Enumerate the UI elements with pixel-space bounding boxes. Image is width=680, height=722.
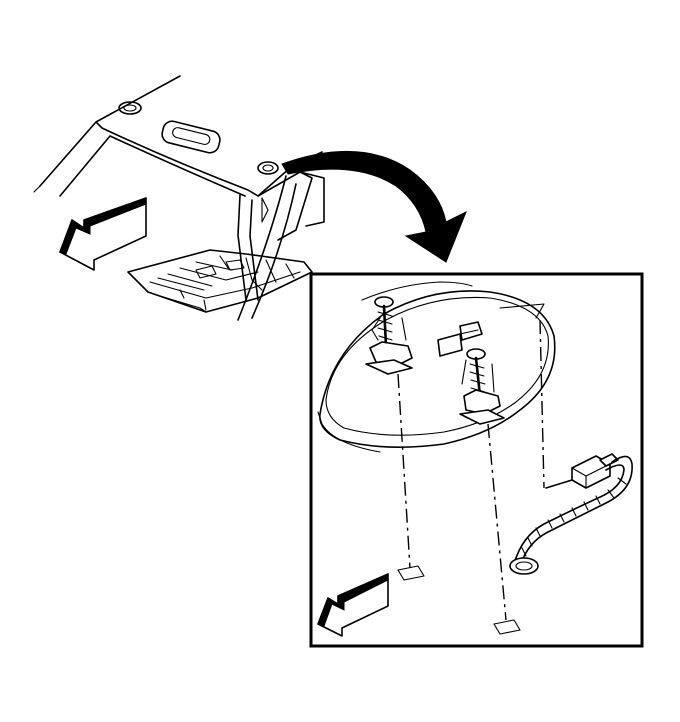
retainer-clip — [437, 321, 483, 357]
dome-lamp-front-opening — [118, 101, 142, 115]
wiring-harness — [513, 455, 633, 567]
lamp-back-flange — [361, 281, 545, 319]
right-alignment-line — [487, 423, 507, 621]
floor-pan-outline — [127, 249, 313, 313]
callout-arrow — [281, 150, 467, 263]
right-mount-hole — [493, 619, 521, 635]
harness-alignment-line — [539, 319, 545, 489]
door-frame — [257, 171, 325, 241]
floor-pan-ribs — [149, 255, 301, 311]
left-alignment-line — [397, 373, 411, 569]
lamp-housing-rim — [325, 296, 549, 436]
front-direction-arrow-inset — [317, 573, 389, 637]
center-dome-lamp — [161, 120, 221, 154]
harness-grommet — [509, 557, 539, 575]
front-direction-arrow-overview — [59, 197, 147, 271]
roof-side-line — [33, 185, 41, 193]
left-mount-hole — [397, 565, 425, 581]
pillar-curve — [237, 175, 297, 321]
wiring-connector — [545, 453, 619, 489]
mounting-screw-left — [365, 296, 413, 375]
roof-outline — [39, 75, 323, 197]
rear-dome-lamp-opening — [257, 161, 279, 175]
right-screw-bracket — [463, 389, 501, 415]
mounting-screw-right — [459, 348, 505, 425]
a-pillar — [237, 194, 259, 301]
vehicle-overview — [33, 75, 325, 321]
roof-inner-edge — [59, 135, 246, 197]
